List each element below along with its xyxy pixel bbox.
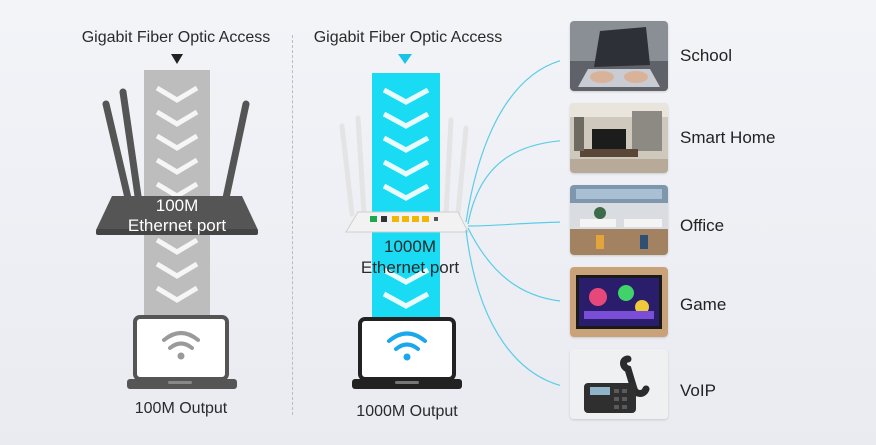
left-title: Gigabit Fiber Optic Access [81, 29, 271, 46]
left-beam [144, 70, 210, 320]
right-port-text-line2: Ethernet port [360, 258, 460, 277]
left-router-text: 100M Ethernet port [96, 196, 258, 236]
telephone-image [570, 349, 668, 419]
office-image [570, 185, 668, 255]
right-router-antennas [339, 115, 469, 217]
left-router-body [96, 196, 258, 230]
use-label-office: Office [680, 216, 725, 235]
right-beam [372, 73, 440, 320]
left-router-text-line2: Ethernet port [127, 216, 227, 235]
use-label-game: Game [680, 295, 727, 314]
right-wifi-icon [387, 331, 427, 351]
right-router-body [345, 211, 469, 233]
right-output-label: 1000M Output [356, 403, 458, 420]
right-down-arrow-icon [398, 54, 412, 64]
right-laptop-icon [352, 317, 462, 389]
left-laptop-icon [127, 315, 237, 389]
right-port-text: 1000M Ethernet port [336, 236, 484, 278]
divider [292, 35, 293, 415]
right-title: Gigabit Fiber Optic Access [313, 29, 503, 46]
use-label-school: School [680, 46, 732, 65]
illustration [96, 54, 560, 389]
connector-lines [465, 60, 560, 386]
laptop-typing-image [570, 21, 668, 91]
use-label-voip: VoIP [680, 381, 716, 400]
right-port-text-line1: 1000M [384, 237, 436, 256]
left-output-label: 100M Output [134, 400, 228, 417]
game-screen-image [570, 267, 668, 337]
living-room-image [570, 103, 668, 173]
left-router-antennas [102, 88, 250, 202]
left-router-text-line1: 100M [155, 196, 199, 215]
use-label-smart-home: Smart Home [680, 128, 776, 147]
left-wifi-icon [162, 331, 200, 350]
left-down-arrow-icon [171, 54, 183, 64]
